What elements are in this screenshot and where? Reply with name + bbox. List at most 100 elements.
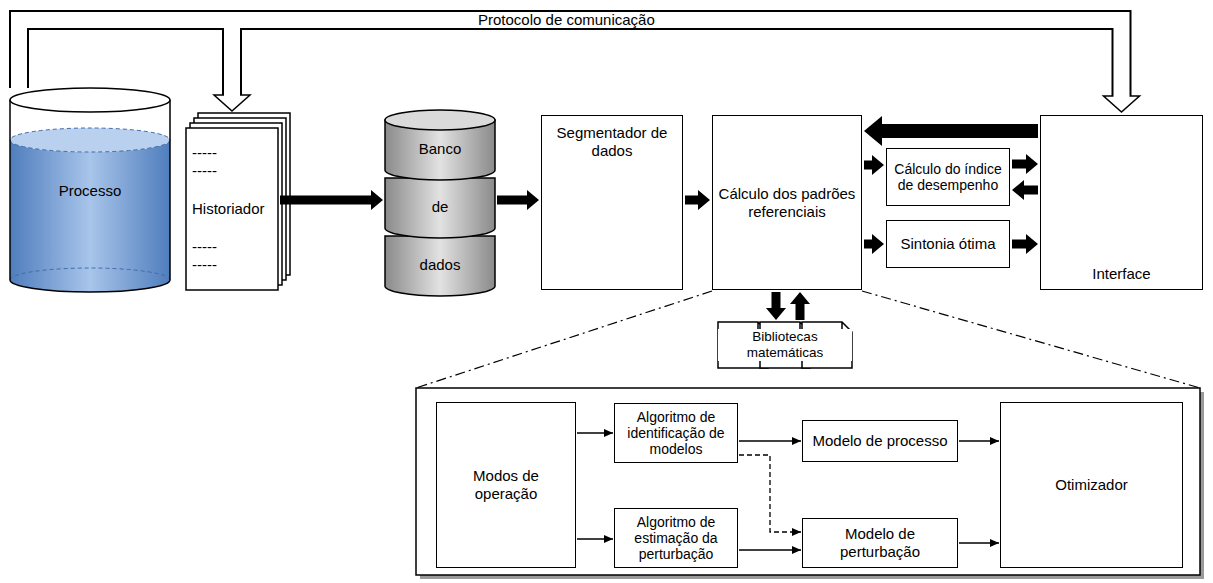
block-arrow: [1012, 234, 1038, 254]
tank-back-edge: [10, 268, 170, 280]
connector: [864, 234, 884, 254]
process-box: Segmentador de dados: [541, 115, 683, 290]
node-text: Interface: [1092, 265, 1150, 283]
node-text: Bibliotecas matemáticas: [718, 329, 852, 361]
arrowhead: [792, 546, 801, 554]
node-text: Banco: [419, 140, 462, 158]
block-arrow: [766, 292, 786, 320]
zoom-line: [416, 291, 712, 388]
process-tank: [10, 88, 170, 292]
node-text: Otimizador: [1055, 476, 1128, 494]
arrowhead: [990, 437, 999, 445]
connector: [19, 20, 1140, 112]
database-stack: [385, 110, 495, 296]
node-text: Cálculo dos padrões referenciais: [717, 185, 857, 221]
block-arrow: [864, 116, 1038, 146]
node-text: -----: [192, 256, 217, 274]
library-docs: Bibliotecas matemáticas: [718, 322, 852, 368]
node-text: Cálculo do índice de desempenho: [891, 161, 1005, 193]
zoom-line: [862, 291, 1200, 388]
block-arrow: [1012, 154, 1038, 174]
process-box: Modelo de processo: [802, 420, 958, 462]
block-arrow: [497, 190, 539, 210]
process-box: Cálculo do índice de desempenho: [886, 148, 1010, 206]
connector: [1012, 154, 1038, 174]
connector: [739, 437, 801, 445]
connector-line: [739, 455, 801, 532]
node-text: dados: [420, 256, 461, 274]
database-disk: [385, 236, 495, 296]
database-top: [385, 110, 495, 130]
interface-box: Interface: [1040, 115, 1203, 290]
block-arrow: [790, 292, 810, 320]
node-text: Segmentador de dados: [546, 124, 678, 160]
process-box: Otimizador: [1000, 402, 1183, 568]
arrowhead: [604, 535, 613, 543]
process-tank: Processo: [10, 88, 170, 293]
library-docs: [718, 322, 852, 368]
block-arrow: [1012, 180, 1038, 200]
connector: [766, 292, 786, 320]
tank-liquid: [10, 140, 170, 292]
liquid-surface: [10, 128, 170, 152]
connector: [19, 20, 250, 111]
node-text: Sintonia ótima: [900, 235, 995, 253]
process-box: Modelo de perturbação: [802, 518, 958, 568]
connector: [959, 539, 999, 547]
connector: [1012, 234, 1038, 254]
node-text: -----: [192, 162, 217, 180]
connector: [577, 535, 613, 543]
historian-doc: ----------Historiador----------: [186, 128, 278, 290]
connector-line: [739, 440, 801, 441]
process-box: Algoritmo de estimação da perturbação: [614, 508, 738, 568]
node-text: Modelo de perturbação: [807, 525, 953, 561]
detail-frame: [416, 388, 1200, 575]
connector: [739, 455, 801, 536]
connector: [959, 437, 999, 445]
band-outline: [19, 20, 1122, 96]
connector: [864, 155, 884, 175]
band-inner: [19, 20, 1122, 99]
process-box: Modos de operação: [436, 402, 576, 568]
database: Banco de dados: [385, 110, 495, 296]
connector: [577, 429, 613, 437]
block-arrow: [864, 155, 884, 175]
connector-line: [739, 549, 801, 550]
node-text: Algoritmo de estimação da perturbação: [619, 514, 733, 562]
node-text: Historiador: [192, 200, 265, 218]
process-box: Sintonia ótima: [886, 220, 1010, 268]
tank-rim: [10, 88, 170, 112]
block-arrow: [685, 190, 710, 210]
connector: [790, 292, 810, 320]
historian-pages: [186, 113, 290, 290]
node-text: Processo: [59, 182, 122, 200]
band-fill: [19, 20, 1122, 99]
arrowhead: [792, 528, 801, 536]
arrowhead: [792, 437, 801, 445]
database-disk: [385, 178, 495, 238]
connector: [497, 190, 539, 210]
connector: [864, 116, 1038, 146]
tank-wall: [10, 100, 170, 292]
band-outline: [19, 20, 232, 95]
process-box: Algoritmo de identificação de modelos: [614, 403, 738, 463]
connector: [1012, 180, 1038, 200]
node-text: Algoritmo de identificação de modelos: [619, 409, 733, 457]
node-text: -----: [192, 238, 217, 256]
arrowhead: [990, 539, 999, 547]
node-text: Modos de operação: [441, 467, 571, 503]
connector: [739, 546, 801, 554]
connector: [685, 190, 710, 210]
block-arrow: [280, 190, 383, 210]
node-text: -----: [192, 144, 217, 162]
band-label: Protocolo de comunicação: [474, 12, 659, 28]
page: [186, 128, 278, 290]
arrowhead: [604, 429, 613, 437]
band-inner: [19, 20, 232, 98]
block-arrow: [864, 234, 884, 254]
node-text: de: [432, 198, 449, 216]
process-box: Cálculo dos padrões referenciais: [712, 115, 862, 290]
node-text: Modelo de processo: [812, 432, 947, 450]
connector: [280, 190, 383, 210]
